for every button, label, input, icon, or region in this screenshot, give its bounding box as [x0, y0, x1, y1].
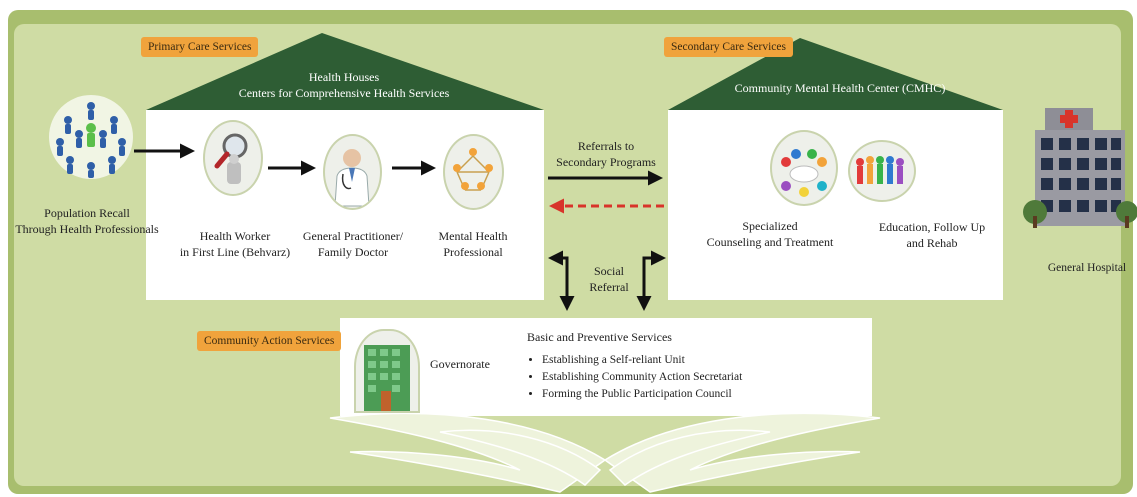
counseling-circle	[770, 130, 838, 206]
social-referral-line2: Referral	[589, 280, 629, 294]
mental-health-professional-line2: Professional	[443, 245, 503, 259]
referrals-label: Referrals to Secondary Programs	[546, 138, 666, 170]
primary-roof-title: Health Houses Centers for Comprehensive …	[214, 69, 474, 101]
doctor-icon	[334, 149, 370, 207]
education-circle	[848, 140, 916, 202]
counseling-line1: Specialized	[742, 219, 798, 233]
people-row-icon	[856, 156, 904, 184]
group-network-icon	[453, 148, 493, 191]
governorate-label: Governorate	[430, 357, 490, 371]
health-worker-line1: Health Worker	[199, 229, 271, 243]
education-line2: and Rehab	[906, 236, 958, 250]
community-action-box	[340, 318, 872, 416]
secondary-roof	[668, 38, 1003, 110]
population-line2: Through Health Professionals	[15, 222, 159, 236]
primary-roof-line1: Health Houses	[308, 70, 380, 84]
mental-health-professional-label: Mental Health Professional	[410, 228, 536, 260]
health-worker-circle	[203, 120, 263, 196]
community-title: Basic and Preventive Services	[527, 330, 672, 344]
arrow-social-right	[636, 250, 666, 311]
general-practitioner-label: General Practitioner/ Family Doctor	[288, 228, 418, 260]
mental-health-professional-circle	[443, 134, 504, 210]
primary-roof	[146, 33, 544, 110]
secondary-roof-line1: Community Mental Health Center (CMHC)	[734, 81, 946, 95]
population-crowd-icon	[49, 95, 133, 179]
counseling-line2: Counseling and Treatment	[706, 235, 834, 249]
population-label: Population Recall Through Health Profess…	[12, 205, 162, 237]
education-line1: Education, Follow Up	[878, 220, 986, 234]
primary-care-tag: Primary Care Services	[141, 37, 259, 57]
arrow-social-left	[548, 250, 575, 311]
secondary-care-tag: Secondary Care Services	[664, 37, 793, 57]
social-referral-label: Social Referral	[574, 263, 644, 295]
mental-health-professional-line1: Mental Health	[438, 229, 508, 243]
health-worker-line2: in First Line (Behvarz)	[179, 245, 291, 259]
general-practitioner-circle	[323, 134, 382, 210]
community-action-tag: Community Action Services	[197, 331, 342, 351]
primary-roof-line2: Centers for Comprehensive Health Service…	[238, 86, 450, 100]
community-bullet: Establishing a Self-reliant Unit	[542, 352, 862, 369]
population-line1: Population Recall	[44, 206, 130, 220]
community-bullet-list: Establishing a Self-reliant Unit Establi…	[528, 352, 862, 403]
general-practitioner-line1: General Practitioner/	[302, 229, 404, 243]
secondary-roof-title: Community Mental Health Center (CMHC)	[710, 80, 970, 96]
referrals-line1: Referrals to	[577, 139, 635, 153]
counseling-label: Specialized Counseling and Treatment	[690, 218, 850, 250]
health-worker-label: Health Worker in First Line (Behvarz)	[170, 228, 300, 260]
counseling-group-icon	[781, 149, 827, 197]
secondary-care-box	[668, 110, 1003, 300]
hospital-label: General Hospital	[1047, 262, 1127, 274]
hospital-building-icon	[1023, 108, 1137, 228]
community-bullet: Establishing Community Action Secretaria…	[542, 369, 862, 386]
education-label: Education, Follow Up and Rehab	[868, 219, 996, 251]
governorate-building-icon	[364, 345, 410, 411]
governorate-circle	[354, 329, 420, 413]
social-referral-line1: Social	[594, 264, 624, 278]
community-bullet: Forming the Public Participation Council	[542, 386, 862, 403]
referrals-line2: Secondary Programs	[556, 155, 656, 169]
magnifier-icon	[214, 133, 248, 184]
general-practitioner-line2: Family Doctor	[317, 245, 389, 259]
